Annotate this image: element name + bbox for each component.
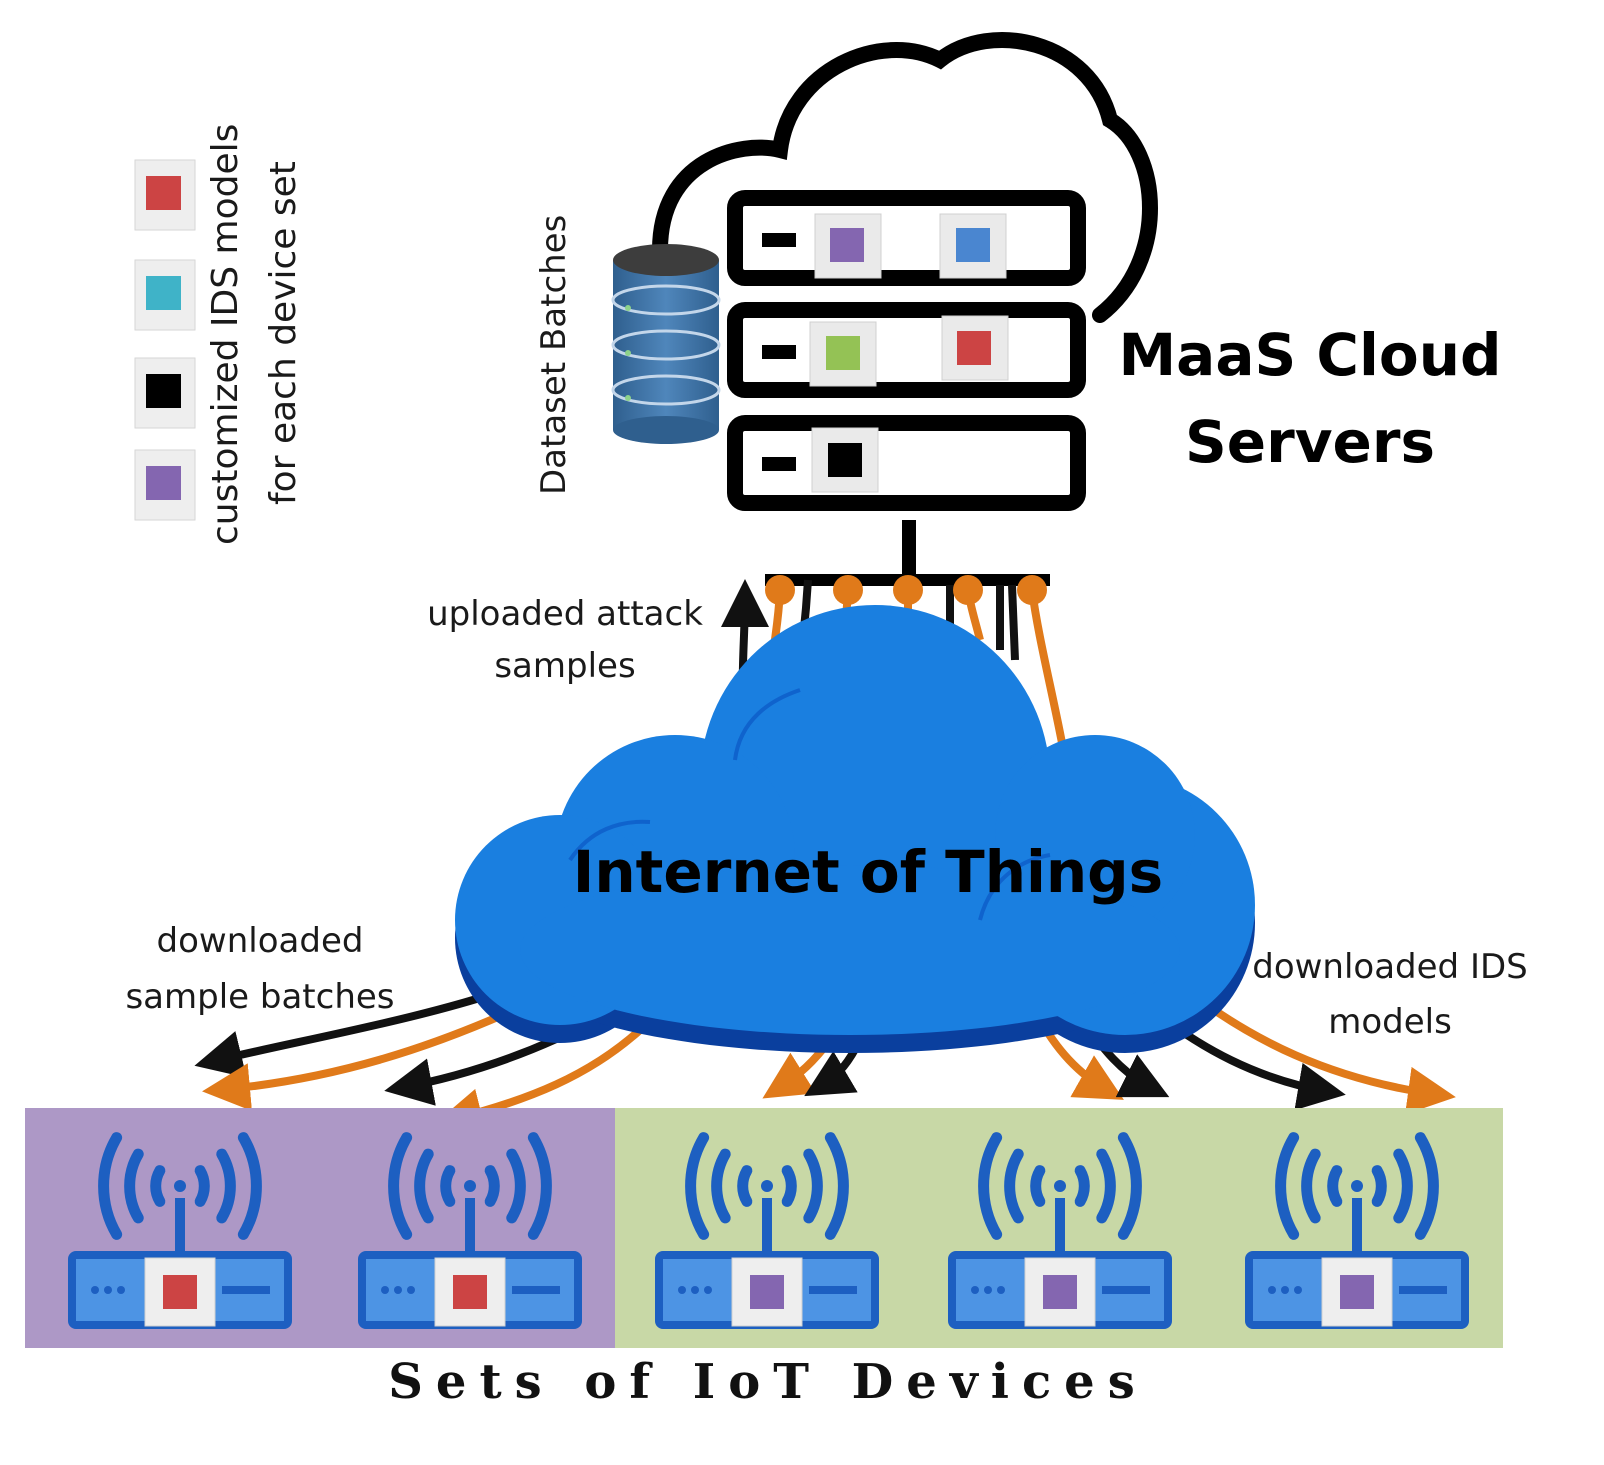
maas-title-line2: Servers <box>1185 408 1435 476</box>
iot-device <box>1245 1132 1469 1329</box>
server-model-red <box>957 331 991 365</box>
uploaded-label-line2: samples <box>494 646 635 686</box>
iot-device <box>358 1132 582 1329</box>
wifi-signal-icon <box>978 1132 1142 1240</box>
legend-text-line2: for each device set <box>263 161 304 505</box>
server-unit-1 <box>727 190 1086 286</box>
maas-title-line1: MaaS Cloud <box>1118 321 1501 389</box>
device-model-swatch <box>1043 1275 1077 1309</box>
server-model-green <box>826 336 860 370</box>
server-rack <box>727 190 1086 586</box>
server-model-blue <box>956 228 990 262</box>
server-unit-3 <box>727 415 1086 511</box>
legend-swatch-teal-fill <box>146 276 181 310</box>
iot-cloud: Internet of Things <box>455 605 1255 1053</box>
batches-label-line1: downloaded <box>157 921 364 961</box>
models-label-line2: models <box>1328 1002 1452 1042</box>
legend-text-line1: customized IDS models <box>205 124 246 545</box>
device-model-swatch <box>163 1275 197 1309</box>
legend-swatch-black-fill <box>146 374 181 408</box>
database-icon <box>611 244 721 444</box>
server-stem <box>902 520 916 580</box>
server-model-purple <box>830 228 864 262</box>
device-model-swatch <box>750 1275 784 1309</box>
legend-swatch-red-fill <box>146 176 181 210</box>
wifi-signal-icon <box>685 1132 849 1240</box>
legend-swatch-purple <box>134 449 196 521</box>
iot-device <box>68 1132 292 1329</box>
legend-swatch-teal <box>134 259 196 331</box>
device-sets <box>25 1108 1503 1348</box>
upper-line-black-4 <box>1008 584 1019 661</box>
batches-label-line2: sample batches <box>125 977 394 1017</box>
device-sets-caption: Sets of IoT Devices <box>388 1354 1147 1410</box>
wifi-signal-icon <box>388 1132 552 1240</box>
device-model-swatch <box>1340 1275 1374 1309</box>
models-label-line1: downloaded IDS <box>1252 947 1528 987</box>
wifi-signal-icon <box>1275 1132 1439 1240</box>
uploaded-label-line1: uploaded attack <box>427 594 703 634</box>
dataset-batches-label: Dataset Batches <box>534 215 574 495</box>
device-model-swatch <box>453 1275 487 1309</box>
iot-device <box>655 1132 879 1329</box>
legend-swatch-purple-fill <box>146 466 181 500</box>
server-cloud-outline <box>652 32 1158 323</box>
iot-cloud-body <box>455 605 1255 1035</box>
server-unit-2 <box>727 302 1086 398</box>
legend-swatch-black <box>134 357 196 429</box>
iot-device <box>948 1132 1172 1329</box>
iot-title: Internet of Things <box>573 838 1163 906</box>
legend-swatch-red <box>134 159 196 231</box>
server-model-black <box>828 443 862 477</box>
wifi-signal-icon <box>98 1132 262 1240</box>
legend: customized IDS models for each device se… <box>134 124 304 545</box>
